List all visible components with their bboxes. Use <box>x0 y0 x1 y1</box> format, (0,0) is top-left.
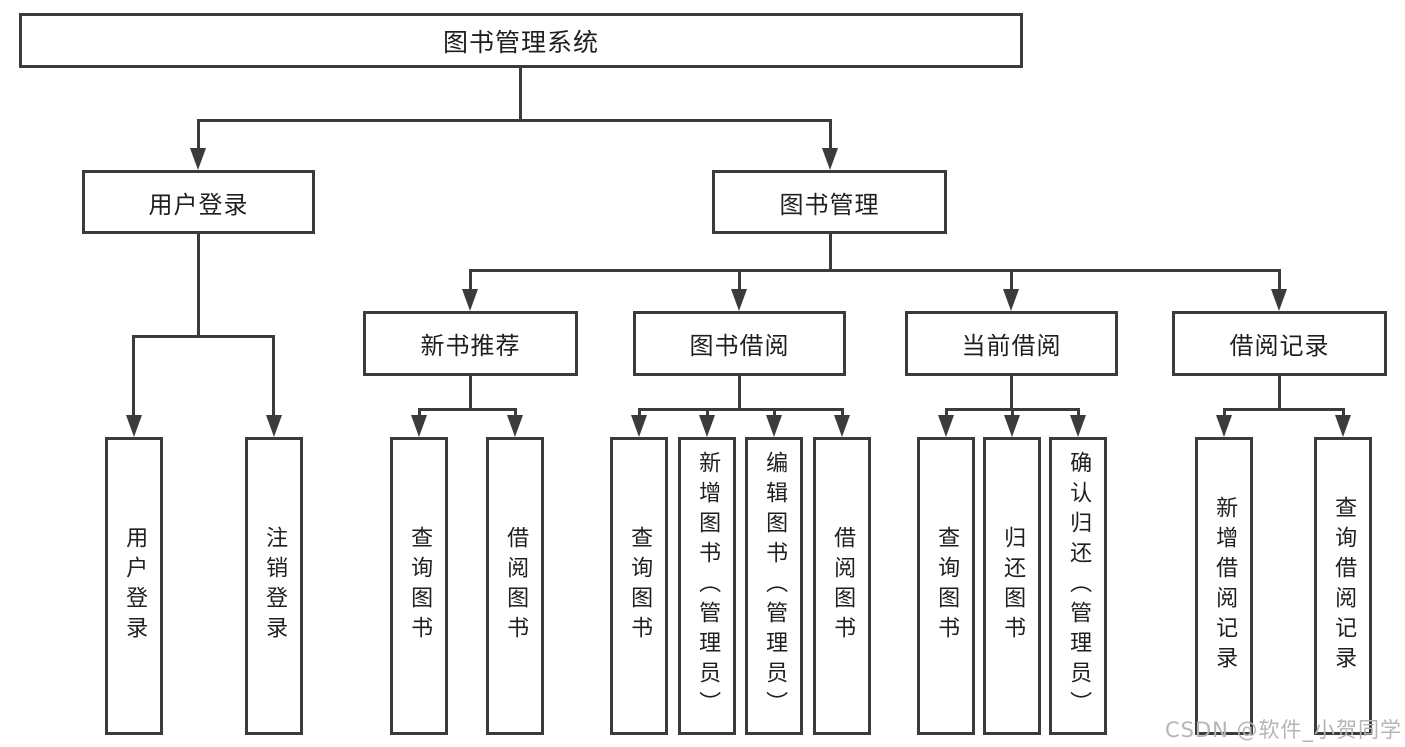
leaf-query-borrow-record-label: 查询借阅记录 <box>1331 496 1357 676</box>
arrow-down-icon <box>1335 415 1351 437</box>
arrow-down-icon <box>938 415 954 437</box>
arrow-down-icon <box>411 415 427 437</box>
node-book-borrowing-label: 图书借阅 <box>689 332 790 360</box>
leaf-return-book-label: 归还图书 <box>1000 526 1026 646</box>
arrow-down-icon <box>1004 415 1020 437</box>
node-root: 图书管理系统 <box>19 13 1023 68</box>
csdn-watermark: CSDN @软件_小贺同学 <box>1164 718 1402 742</box>
arrow-down-icon <box>834 415 850 437</box>
leaf-query-borrow-record: 查询借阅记录 <box>1314 437 1372 735</box>
connector-line <box>738 269 741 291</box>
leaf-borrow-books: 借阅图书 <box>813 437 871 735</box>
leaf-return-book: 归还图书 <box>983 437 1041 735</box>
leaf-borrow-books-label: 借阅图书 <box>830 526 856 646</box>
arrow-down-icon <box>766 415 782 437</box>
arrow-down-icon <box>190 148 206 170</box>
node-current-borrowing-label: 当前借阅 <box>961 332 1062 360</box>
connector-line <box>197 234 200 338</box>
node-current-borrowing: 当前借阅 <box>905 311 1118 376</box>
arrow-down-icon <box>1216 415 1232 437</box>
connector-line <box>469 376 472 411</box>
leaf-query-books-recommend-label: 查询图书 <box>407 526 433 646</box>
connector-line <box>945 408 948 418</box>
leaf-query-books-borrowing: 查询图书 <box>610 437 668 735</box>
node-borrow-records-label: 借阅记录 <box>1229 332 1330 360</box>
arrow-down-icon <box>1003 289 1019 311</box>
connector-line <box>197 119 200 150</box>
connector-line <box>773 408 776 418</box>
arrow-down-icon <box>462 289 478 311</box>
leaf-logout: 注销登录 <box>245 437 303 735</box>
leaf-query-books-current: 查询图书 <box>917 437 975 735</box>
leaf-query-books-current-label: 查询图书 <box>934 526 960 646</box>
node-new-book-recommend-label: 新书推荐 <box>420 332 521 360</box>
leaf-confirm-return-admin-label: 确认归还（管理员） <box>1066 451 1092 721</box>
leaf-add-borrow-record-label: 新增借阅记录 <box>1212 496 1238 676</box>
leaf-edit-book-admin-label: 编辑图书（管理员） <box>762 451 788 721</box>
connector-line <box>519 67 522 122</box>
arrow-down-icon <box>699 415 715 437</box>
node-borrow-records: 借阅记录 <box>1172 311 1387 376</box>
connector-line <box>638 408 844 411</box>
node-book-borrowing: 图书借阅 <box>633 311 846 376</box>
connector-line <box>1278 269 1281 291</box>
connector-line <box>841 408 844 418</box>
connector-line <box>272 335 275 417</box>
arrow-down-icon <box>822 148 838 170</box>
leaf-add-book-admin-label: 新增图书（管理员） <box>695 451 721 721</box>
connector-line <box>1010 376 1013 411</box>
connector-line <box>469 269 472 291</box>
connector-line <box>1011 408 1014 418</box>
node-new-book-recommend: 新书推荐 <box>363 311 578 376</box>
connector-line <box>469 269 1281 272</box>
connector-line <box>1010 269 1013 291</box>
node-book-management-label: 图书管理 <box>779 190 880 219</box>
connector-line <box>132 335 135 417</box>
leaf-query-books-recommend: 查询图书 <box>390 437 448 735</box>
connector-line <box>829 119 832 150</box>
connector-line <box>1223 408 1226 418</box>
leaf-user-login: 用户登录 <box>105 437 163 735</box>
node-book-management: 图书管理 <box>712 170 947 234</box>
arrow-down-icon <box>1271 289 1287 311</box>
arrow-down-icon <box>126 415 142 437</box>
node-user-login-label: 用户登录 <box>148 190 249 219</box>
arrow-down-icon <box>631 415 647 437</box>
connector-line <box>1223 408 1345 411</box>
leaf-add-book-admin: 新增图书（管理员） <box>678 437 736 735</box>
arrow-down-icon <box>507 415 523 437</box>
leaf-edit-book-admin: 编辑图书（管理员） <box>745 437 803 735</box>
arrow-down-icon <box>731 289 747 311</box>
connector-line <box>418 408 517 411</box>
connector-line <box>1278 376 1281 411</box>
connector-line <box>418 408 421 418</box>
connector-line <box>197 119 832 122</box>
connector-line <box>514 408 517 418</box>
leaf-add-borrow-record: 新增借阅记录 <box>1195 437 1253 735</box>
connector-line <box>1342 408 1345 418</box>
leaf-user-login-label: 用户登录 <box>122 526 148 646</box>
arrow-down-icon <box>1070 415 1086 437</box>
connector-line <box>829 234 832 272</box>
leaf-logout-label: 注销登录 <box>262 526 288 646</box>
arrow-down-icon <box>266 415 282 437</box>
node-root-label: 图书管理系统 <box>442 27 599 57</box>
connector-line <box>132 335 275 338</box>
leaf-borrow-books-recommend-label: 借阅图书 <box>503 526 529 646</box>
connector-line <box>638 408 641 418</box>
connector-line <box>1077 408 1080 418</box>
connector-line <box>738 376 741 411</box>
leaf-borrow-books-recommend: 借阅图书 <box>486 437 544 735</box>
leaf-query-books-borrowing-label: 查询图书 <box>627 526 653 646</box>
leaf-confirm-return-admin: 确认归还（管理员） <box>1049 437 1107 735</box>
connector-line <box>706 408 709 418</box>
node-user-login: 用户登录 <box>82 170 315 234</box>
